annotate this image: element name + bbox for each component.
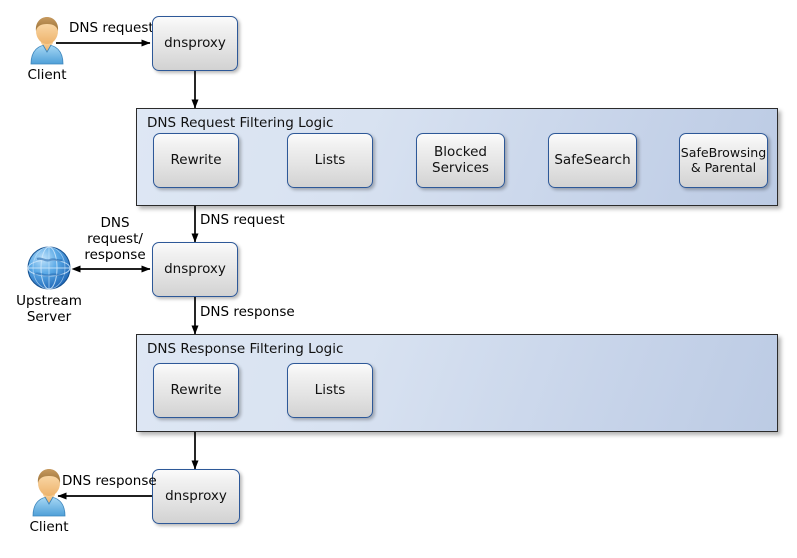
person-icon — [21, 14, 73, 66]
dnsproxy-middle[interactable]: dnsproxy — [152, 242, 238, 297]
upstream-server-label: Upstream Server — [16, 293, 82, 325]
edge-label-dns-response-middle: DNS response — [200, 304, 295, 320]
edge-label-dns-request-response: DNS request/ response — [84, 215, 146, 263]
edge-label-dns-request-middle: DNS request — [200, 212, 285, 228]
client-bottom-label: Client — [29, 519, 69, 535]
stage-rewrite-response[interactable]: Rewrite — [153, 363, 239, 418]
edge-label-dns-request-top: DNS request — [69, 20, 154, 36]
stage-blocked-services[interactable]: Blocked Services — [416, 133, 505, 188]
client-top-label: Client — [27, 67, 67, 83]
edge-label-dns-response-bottom: DNS response — [62, 473, 157, 489]
dnsproxy-bottom[interactable]: dnsproxy — [152, 469, 240, 524]
dnsproxy-top[interactable]: dnsproxy — [152, 16, 238, 71]
stage-safebrowsing-parental[interactable]: SafeBrowsing & Parental — [679, 133, 768, 188]
dns-request-filtering-title: DNS Request Filtering Logic — [147, 115, 334, 131]
stage-lists-request[interactable]: Lists — [287, 133, 373, 188]
stage-rewrite-request[interactable]: Rewrite — [153, 133, 239, 188]
person-icon — [23, 466, 75, 518]
globe-icon — [24, 243, 74, 293]
dns-response-filtering-title: DNS Response Filtering Logic — [147, 341, 344, 357]
stage-safesearch[interactable]: SafeSearch — [548, 133, 637, 188]
stage-lists-response[interactable]: Lists — [287, 363, 373, 418]
dns-response-filtering-container: DNS Response Filtering Logic — [136, 334, 778, 432]
